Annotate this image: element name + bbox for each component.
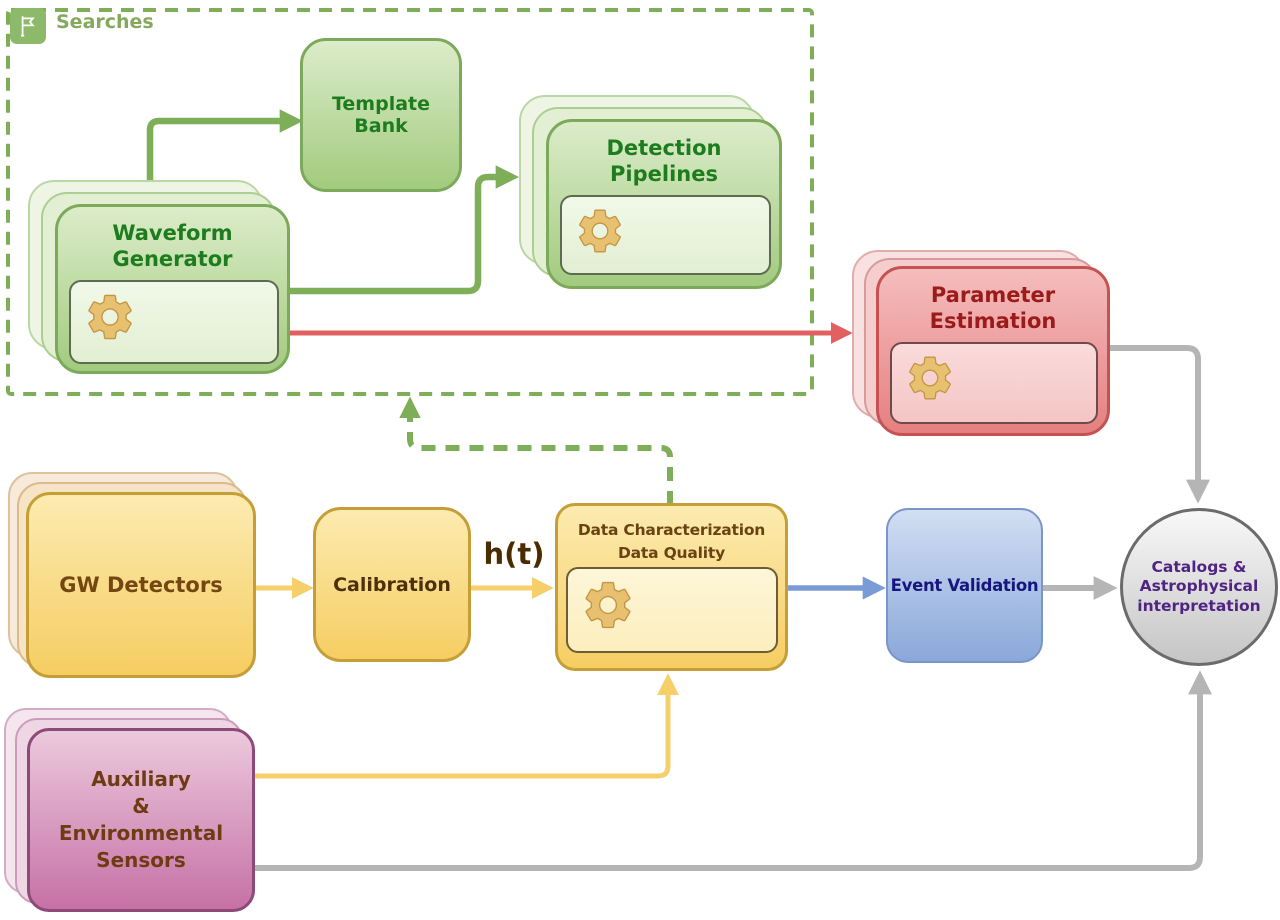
- process-panel: [69, 280, 279, 364]
- node-label: Data Characterization Data Quality: [577, 521, 766, 563]
- process-panel: [566, 567, 778, 653]
- arrow-datachar-to-searches: [399, 396, 673, 505]
- process-panel: [890, 342, 1098, 424]
- arrow-waveform-to-template-bank: [146, 109, 304, 200]
- node-template-bank: Template Bank: [300, 38, 462, 192]
- gear-icon: [87, 294, 133, 340]
- node-detection-pipelines: Detection Pipelines: [546, 119, 782, 289]
- searches-group-border: [6, 8, 814, 396]
- node-label: Auxiliary & Environmental Sensors: [58, 767, 224, 872]
- edge-label-ht: h(t): [483, 537, 545, 571]
- gear-icon: [585, 581, 631, 629]
- flag-glyph: [20, 16, 35, 37]
- node-catalogs: Catalogs & Astrophysical interpretation: [1120, 508, 1278, 666]
- node-label: Parameter Estimation: [929, 283, 1057, 333]
- arrow-parameter-estimation-to-catalogs: [1110, 345, 1210, 504]
- arrow-aux-to-datachar: [253, 673, 680, 779]
- process-panel: [560, 195, 771, 275]
- node-label: Event Validation: [890, 576, 1039, 595]
- node-calibration: Calibration: [313, 507, 471, 662]
- node-data-characterization: Data Characterization Data Quality: [555, 503, 788, 671]
- node-label: Detection Pipelines: [606, 136, 722, 186]
- node-label: Template Bank: [331, 93, 431, 137]
- flag-icon: [10, 8, 46, 44]
- arrow-aux-to-catalogs: [253, 670, 1212, 871]
- node-gw-detectors: GW Detectors: [26, 492, 256, 678]
- node-label: Waveform Generator: [112, 221, 233, 271]
- node-label: Catalogs & Astrophysical interpretation: [1137, 557, 1261, 615]
- node-label: GW Detectors: [59, 573, 223, 597]
- node-event-validation: Event Validation: [886, 508, 1043, 663]
- gear-icon: [908, 356, 952, 400]
- searches-group-label: Searches: [56, 11, 154, 33]
- node-auxiliary-sensors: Auxiliary & Environmental Sensors: [27, 728, 255, 912]
- gear-icon: [578, 209, 622, 253]
- node-waveform-generator: Waveform Generator: [55, 204, 290, 374]
- node-label: Calibration: [333, 573, 451, 596]
- node-parameter-estimation: Parameter Estimation: [876, 266, 1110, 436]
- arrow-waveform-to-detection-pipelines: [288, 165, 520, 295]
